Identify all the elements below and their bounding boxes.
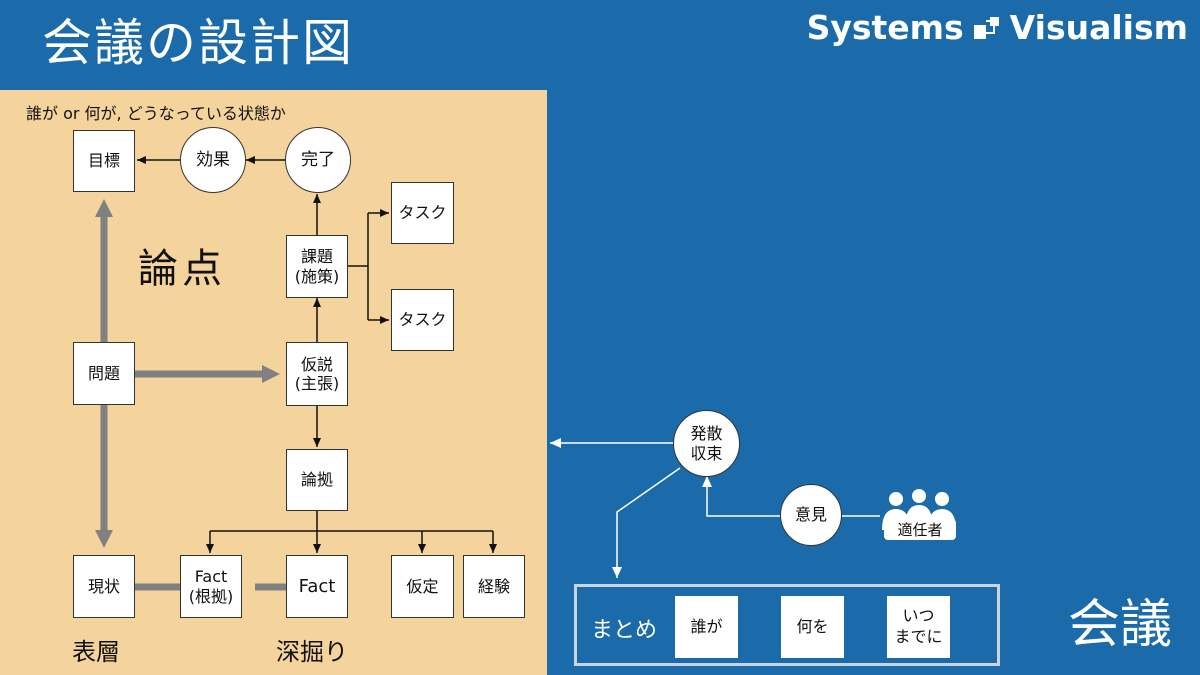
done-circle: 完了 bbox=[285, 127, 351, 193]
hypothesis-label: 仮説 bbox=[300, 354, 333, 374]
brand-logo: Systems Visualism bbox=[807, 8, 1188, 47]
summary-who-box: 誰が bbox=[675, 596, 738, 658]
task-box-1: タスク bbox=[391, 182, 454, 244]
people-label: 適任者 bbox=[884, 519, 956, 540]
effect-circle: 効果 bbox=[180, 127, 246, 193]
diverge-label: 発散 bbox=[690, 424, 723, 444]
state-caption: 誰が or 何が, どうなっている状態か bbox=[26, 104, 286, 123]
brand-name-left: Systems bbox=[806, 8, 964, 47]
kadai-box: 課題 (施策) bbox=[286, 235, 348, 298]
hypothesis-box: 仮説 (主張) bbox=[286, 342, 348, 406]
summary-when-line1: いつ bbox=[902, 606, 935, 626]
systems-visualism-icon bbox=[973, 16, 999, 39]
surface-label: 表層 bbox=[72, 638, 120, 666]
issue-label: 論点 bbox=[138, 246, 226, 292]
summary-label: まとめ bbox=[591, 618, 658, 643]
brand-name-right: Visualism bbox=[1009, 8, 1188, 47]
meeting-label: 会議 bbox=[1067, 595, 1172, 655]
arrow-diverge-to-summary bbox=[612, 467, 681, 578]
converge-label: 収束 bbox=[690, 443, 723, 463]
fact-sub-label: (根拠) bbox=[188, 586, 234, 606]
summary-when-line2: までに bbox=[894, 627, 943, 646]
kadai-sub-label: (施策) bbox=[294, 266, 340, 286]
hypothesis-sub-label: (主張) bbox=[294, 374, 340, 393]
arrow-opinion-to-diverge bbox=[702, 476, 780, 517]
fact-basis-box: Fact (根拠) bbox=[180, 555, 242, 618]
current-state-box: 現状 bbox=[73, 555, 135, 618]
opinion-circle: 意見 bbox=[780, 484, 842, 546]
kadai-label: 課題 bbox=[300, 247, 333, 267]
fact-box: Fact bbox=[286, 555, 348, 618]
summary-when-box: いつ までに bbox=[887, 596, 950, 658]
task-box-2: タスク bbox=[391, 289, 454, 351]
problem-box: 問題 bbox=[73, 342, 135, 405]
assumption-box: 仮定 bbox=[391, 555, 454, 618]
basis-box: 論拠 bbox=[286, 449, 348, 511]
page-title: 会議の設計図 bbox=[42, 14, 354, 72]
fact-label: Fact bbox=[194, 567, 228, 587]
deep-dive-label: 深掘り bbox=[276, 638, 348, 666]
summary-frame bbox=[574, 584, 1000, 666]
summary-what-box: 何を bbox=[781, 596, 844, 658]
experience-box: 経験 bbox=[463, 555, 525, 618]
diverge-converge-circle: 発散 収束 bbox=[673, 410, 740, 477]
goal-box: 目標 bbox=[73, 130, 135, 192]
